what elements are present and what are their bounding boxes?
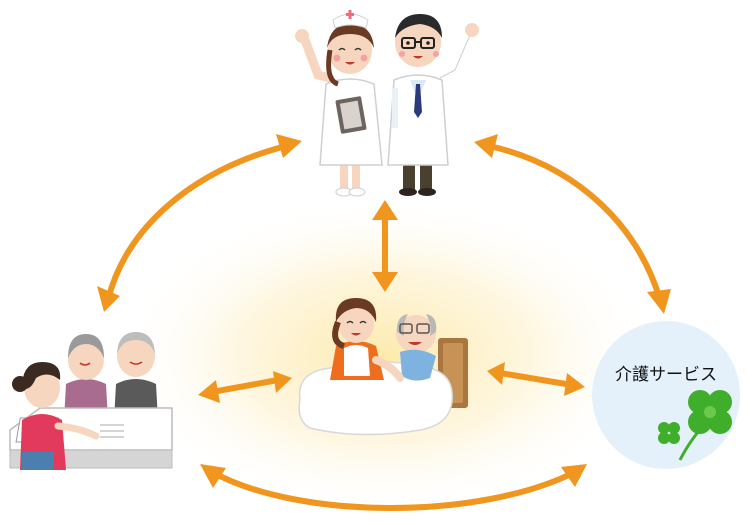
- arrow-family-care-service: [487, 362, 585, 396]
- care-service-label: 介護サービス: [615, 365, 717, 385]
- arrow-medical-family: [372, 200, 398, 292]
- background-glow: [115, 195, 655, 515]
- arrow-consultation-family: [198, 371, 292, 403]
- clover-icon: [678, 390, 732, 461]
- nurse-illustration: [295, 10, 383, 197]
- small-clover-icon: [658, 422, 680, 444]
- caregiver-illustration: [330, 298, 404, 382]
- arrow-consultation-medical: [97, 134, 302, 312]
- arrow-medical-care-service: [474, 134, 671, 314]
- elderly-patient-illustration: [396, 314, 437, 381]
- doctor-illustration: [387, 14, 479, 196]
- counselor-illustration: [12, 362, 100, 470]
- arrow-consultation-care-service: [200, 464, 587, 511]
